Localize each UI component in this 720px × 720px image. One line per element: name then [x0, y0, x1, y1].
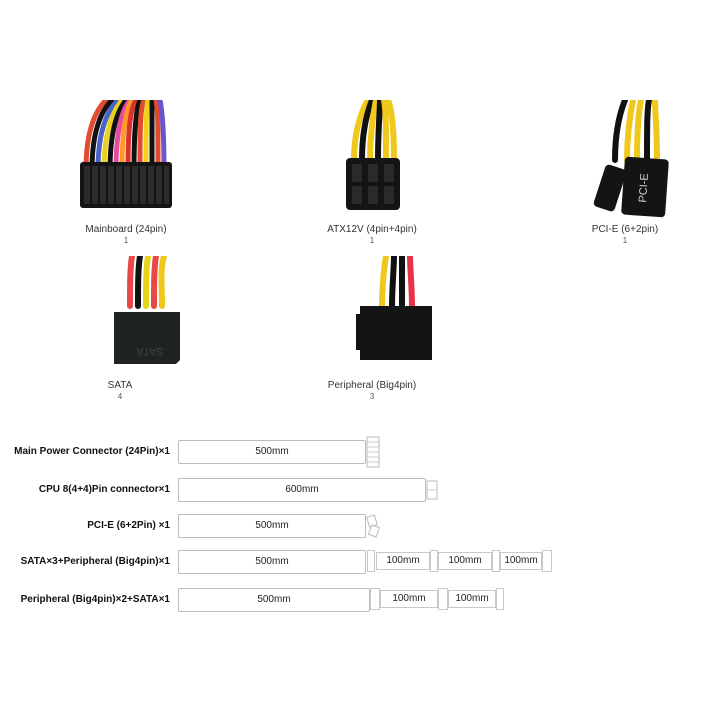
cable-row-cpu: CPU 8(4+4)Pin connector×1 600mm — [0, 478, 720, 502]
plug-sata-icon — [367, 550, 375, 572]
plug-sata-icon — [492, 550, 500, 572]
connector-quantity: 1 — [622, 236, 628, 245]
cable-segment: 100mm — [380, 590, 438, 608]
connector-peripheral-big4pin: Peripheral (Big4pin) 3 — [282, 256, 462, 402]
connector-name: ATX12V (4pin+4pin) — [327, 224, 417, 235]
atx12v-connector-image — [346, 100, 400, 210]
cable-label: Peripheral (Big4pin)×2+SATA×1 — [20, 594, 170, 605]
plug-peripheral-icon — [542, 550, 552, 572]
cable-length: 500mm — [257, 594, 291, 605]
connector-quantity: 3 — [369, 392, 375, 401]
cable-row-peripheral-sata: Peripheral (Big4pin)×2+SATA×1 500mm 100m… — [0, 588, 720, 612]
connector-sata: SATA SATA 4 — [30, 256, 210, 402]
segment-length: 100mm — [455, 593, 489, 604]
sata-embossed-text: SATA — [136, 345, 164, 357]
cable-label: CPU 8(4+4)Pin connector×1 — [38, 484, 170, 495]
connector-atx12v: ATX12V (4pin+4pin) 1 — [282, 100, 462, 246]
segment-length: 100mm — [504, 555, 538, 566]
cable-bar: 500mm — [178, 550, 366, 574]
plug-cpu-icon — [426, 480, 438, 500]
connector-mainboard-24pin: Mainboard (24pin) 1 — [36, 100, 216, 246]
plug-sata-icon — [496, 588, 504, 610]
cable-segment: 100mm — [448, 590, 496, 608]
mainboard-connector-image — [80, 100, 172, 208]
cable-row-sata-peripheral: SATA×3+Peripheral (Big4pin)×1 500mm 100m… — [0, 550, 720, 574]
cable-label: PCI-E (6+2Pin) ×1 — [87, 520, 170, 531]
connector-quantity: 1 — [123, 236, 129, 245]
cable-bar: 500mm — [178, 514, 366, 538]
cable-length: 600mm — [285, 484, 319, 495]
cable-length: 500mm — [255, 446, 289, 457]
segment-length: 100mm — [386, 555, 420, 566]
connector-name: SATA — [107, 380, 133, 391]
connector-quantity: 4 — [117, 392, 123, 401]
plug-24pin-icon — [366, 436, 380, 468]
connector-name: PCI-E (6+2pin) — [591, 224, 659, 235]
cable-bar: 600mm — [178, 478, 426, 502]
cable-segment: 100mm — [376, 552, 430, 570]
peripheral-connector-image — [356, 256, 432, 360]
sata-connector-image: SATA — [114, 256, 180, 364]
cable-row-main-power: Main Power Connector (24Pin)×1 500mm — [0, 436, 720, 468]
cable-segment: 100mm — [438, 552, 492, 570]
plug-peripheral-icon — [438, 588, 448, 610]
cable-length: 500mm — [255, 520, 289, 531]
cable-segment: 100mm — [500, 552, 542, 570]
segment-length: 100mm — [392, 593, 426, 604]
cable-row-pcie: PCI-E (6+2Pin) ×1 500mm — [0, 514, 720, 538]
pcie-embossed-text: PCI-E — [637, 173, 651, 203]
connector-name: Mainboard (24pin) — [85, 224, 167, 235]
connector-name: Peripheral (Big4pin) — [327, 380, 417, 391]
cable-label: SATA×3+Peripheral (Big4pin)×1 — [20, 556, 170, 567]
connector-pcie: PCI-E PCI-E (6+2pin) 1 — [535, 100, 715, 246]
plug-peripheral-icon — [370, 588, 380, 610]
segment-length: 100mm — [448, 555, 482, 566]
connector-quantity: 1 — [369, 236, 375, 245]
cable-bar: 500mm — [178, 440, 366, 464]
cable-length: 500mm — [255, 556, 289, 567]
plug-sata-icon — [430, 550, 438, 572]
pcie-connector-image: PCI-E — [593, 100, 669, 218]
plug-pcie-icon — [366, 514, 381, 538]
cable-label: Main Power Connector (24Pin)×1 — [14, 446, 170, 457]
cable-bar: 500mm — [178, 588, 370, 612]
